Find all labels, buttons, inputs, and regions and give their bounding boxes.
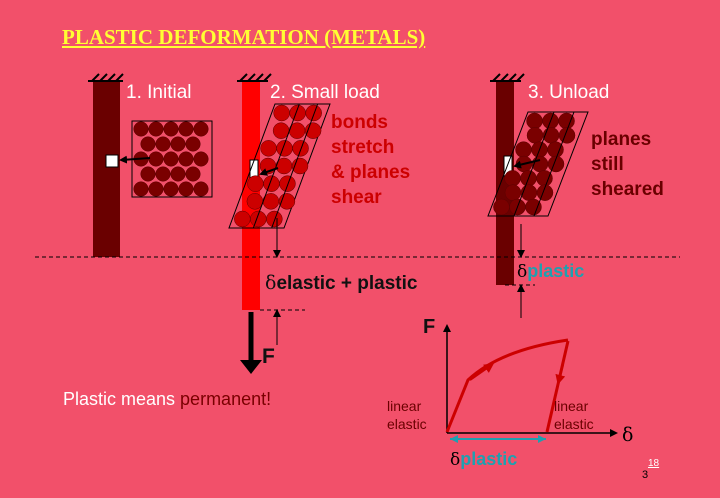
atom bbox=[178, 151, 194, 167]
plastic-dim-head-right bbox=[538, 435, 546, 443]
atom bbox=[526, 127, 544, 144]
atom bbox=[163, 181, 179, 197]
pointer-arrow-1 bbox=[119, 155, 151, 164]
atom bbox=[266, 210, 283, 228]
stage3-desc-line: planes bbox=[591, 129, 652, 150]
stage2-desc-line: stretch bbox=[331, 137, 395, 158]
atom bbox=[292, 140, 309, 157]
plastic-dim-head-left bbox=[450, 435, 458, 443]
atom bbox=[193, 121, 209, 137]
support-hatch-2 bbox=[237, 73, 272, 82]
stage2-desc-line: & planes bbox=[331, 162, 411, 183]
unloading-arrow bbox=[555, 364, 566, 385]
stage-label-initial: 1. Initial bbox=[126, 82, 192, 103]
atom bbox=[279, 175, 296, 192]
atom bbox=[133, 121, 149, 137]
atom bbox=[185, 166, 201, 182]
atom bbox=[178, 121, 194, 137]
linear-elastic-right-line: elastic bbox=[554, 416, 594, 432]
atom bbox=[170, 166, 186, 182]
plastic-means-text: Plastic means permanent! bbox=[63, 389, 271, 410]
atom bbox=[493, 198, 510, 216]
slide-number: 18 bbox=[648, 458, 660, 469]
stage3-desc-line: still bbox=[591, 154, 624, 175]
atom bbox=[163, 121, 179, 137]
atom bbox=[193, 151, 209, 167]
stage2-desc-line: bonds bbox=[331, 112, 388, 133]
atom bbox=[515, 141, 532, 158]
plastic-means-emph: permanent! bbox=[180, 389, 272, 409]
stage3-desc-line: sheared bbox=[591, 179, 664, 200]
atom bbox=[140, 136, 156, 152]
stage-label-small-load: 2. Small load bbox=[270, 82, 380, 103]
linear-elastic-left-line: linear bbox=[387, 398, 422, 414]
linear-elastic-left: linear elastic bbox=[387, 397, 427, 433]
linear-elastic-right: linear elastic bbox=[554, 397, 594, 433]
atom bbox=[558, 112, 575, 130]
atom bbox=[273, 104, 290, 122]
slide-title: PLASTIC DEFORMATION (METALS) bbox=[62, 25, 426, 49]
atom bbox=[547, 141, 564, 158]
atom bbox=[155, 136, 171, 152]
stage2-desc-line: shear bbox=[331, 187, 382, 208]
atom bbox=[140, 166, 156, 182]
linear-elastic-left-line: elastic bbox=[387, 416, 427, 432]
support-hatch-3 bbox=[490, 73, 525, 82]
atom bbox=[247, 175, 264, 192]
atom bbox=[526, 112, 543, 130]
loading-arrow bbox=[469, 363, 495, 381]
plastic-label: plastic bbox=[527, 261, 585, 281]
graph-plastic-label: plastic bbox=[460, 449, 518, 469]
atom bbox=[178, 181, 194, 197]
delta-elastic-plastic: δelastic + plastic bbox=[265, 272, 417, 295]
unloading-line bbox=[545, 340, 570, 433]
force-arrow-head bbox=[240, 360, 262, 374]
atom bbox=[148, 181, 164, 197]
atom bbox=[133, 181, 149, 197]
atom-lattice-sheared-load bbox=[228, 103, 331, 229]
plastic-means-prefix: Plastic means bbox=[63, 389, 181, 409]
atom bbox=[193, 181, 209, 197]
atom bbox=[163, 151, 179, 167]
bar-unload bbox=[496, 82, 514, 285]
elastic-plastic-label: elastic + plastic bbox=[276, 273, 418, 294]
delta-symbol: δ bbox=[450, 450, 461, 470]
marker-square-1 bbox=[105, 154, 119, 168]
atom bbox=[272, 122, 290, 139]
graph-delta-plastic: δplastic bbox=[450, 449, 517, 470]
graph-x-label: δ bbox=[622, 424, 634, 446]
delta-symbol: δ bbox=[517, 262, 528, 282]
atom bbox=[148, 121, 164, 137]
graph-y-label: F bbox=[423, 316, 436, 338]
stage2-desc: bonds stretch & planes shear bbox=[331, 110, 410, 210]
delta-plastic-stage3: δplastic bbox=[517, 261, 584, 282]
page-number: 3 bbox=[642, 469, 649, 481]
linear-elastic-right-line: linear bbox=[554, 398, 589, 414]
delta-symbol: δ bbox=[265, 272, 277, 294]
loading-curve bbox=[445, 338, 569, 433]
atom bbox=[504, 170, 521, 187]
atom bbox=[234, 210, 251, 228]
atom bbox=[504, 184, 522, 201]
stage3-desc: planes still sheared bbox=[591, 127, 664, 202]
atom bbox=[155, 166, 171, 182]
atom bbox=[246, 193, 264, 210]
atom bbox=[305, 104, 322, 122]
stage-label-unload: 3. Unload bbox=[528, 82, 610, 103]
atom bbox=[260, 140, 277, 157]
atom bbox=[148, 151, 164, 167]
atom bbox=[185, 136, 201, 152]
force-label: F bbox=[262, 345, 275, 368]
pointer-arrow-3 bbox=[513, 159, 541, 169]
atom-lattice-sheared-unload bbox=[487, 111, 589, 217]
atom bbox=[525, 198, 542, 216]
atom bbox=[170, 136, 186, 152]
atom bbox=[536, 170, 553, 187]
pointer-arrow-2 bbox=[259, 167, 279, 176]
support-hatch-1 bbox=[88, 73, 124, 82]
bar-initial bbox=[93, 82, 120, 257]
